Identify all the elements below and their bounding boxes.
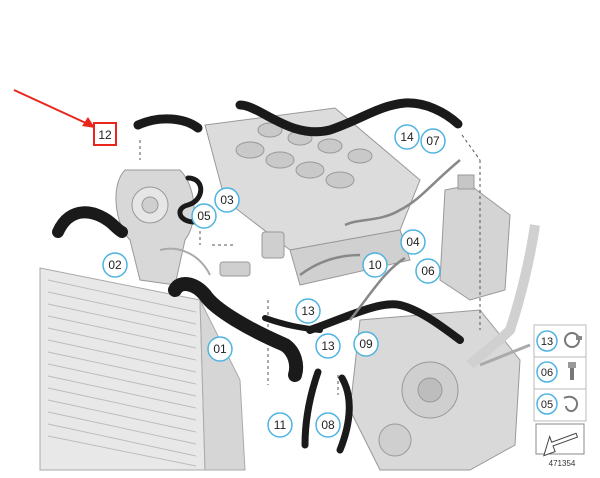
callout-05: 05 <box>197 209 211 223</box>
legend-label-05: 05 <box>541 399 553 411</box>
bleed-screw-icon <box>568 362 576 380</box>
part-number: 471354 <box>549 459 576 468</box>
callout-02: 02 <box>108 258 122 272</box>
callout-14: 14 <box>400 130 414 144</box>
hose-14 <box>235 98 463 137</box>
callout-09: 09 <box>359 337 373 351</box>
hose-03 <box>177 175 204 225</box>
callouts <box>102 124 446 438</box>
legend-item-13: 13 <box>536 330 582 352</box>
hose-12 <box>133 114 203 133</box>
legend-item-05: 05 <box>536 393 578 415</box>
callout-01: 01 <box>213 342 227 356</box>
highlight-arrow <box>13 89 95 128</box>
hoses <box>52 98 464 454</box>
callout-06: 06 <box>421 264 435 278</box>
hose-clamp-icon <box>564 332 582 348</box>
highlight-label: 12 <box>98 128 112 142</box>
hose-01 <box>168 277 304 382</box>
callout-labels: 01 02 03 05 06 07 08 09 10 11 13 13 14 0… <box>108 130 440 432</box>
callout-04: 04 <box>406 235 420 249</box>
callout-10: 10 <box>368 258 382 272</box>
hose-11 <box>301 368 322 449</box>
expansion-tank <box>439 174 511 301</box>
callout-13b: 13 <box>321 339 335 353</box>
callout-11: 11 <box>274 418 287 432</box>
legend-panel: 13 06 05 <box>533 324 587 422</box>
turbocharger <box>115 169 211 286</box>
engine-block <box>349 309 531 471</box>
callout-08: 08 <box>321 418 335 432</box>
highlight-box: 12 <box>93 122 117 146</box>
hose-13 <box>262 315 323 333</box>
callout-03: 03 <box>220 193 234 207</box>
legend-label-06: 06 <box>541 367 553 379</box>
pipes <box>299 159 540 369</box>
hose-02 <box>52 206 128 238</box>
legend-label-13: 13 <box>541 336 553 348</box>
callout-07: 07 <box>426 134 440 148</box>
direction-arrow-icon <box>535 423 585 457</box>
radiator <box>39 267 246 471</box>
spring-clip-icon <box>563 395 578 413</box>
hose-08 <box>336 374 353 454</box>
callout-13a: 13 <box>301 304 315 318</box>
hose-09 <box>306 300 464 344</box>
thermostat-housing <box>219 231 285 277</box>
legend-item-06: 06 <box>536 361 576 383</box>
